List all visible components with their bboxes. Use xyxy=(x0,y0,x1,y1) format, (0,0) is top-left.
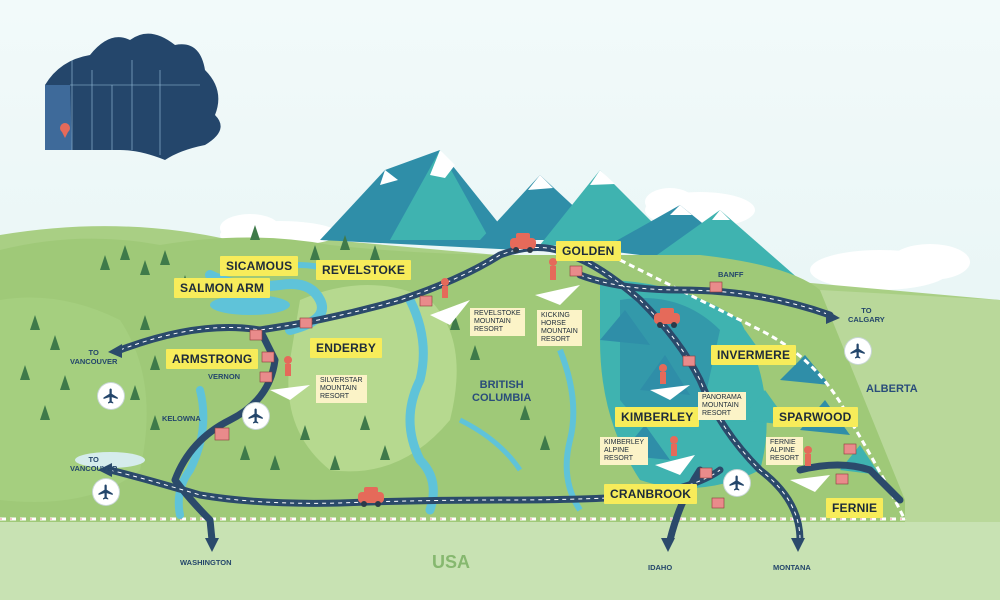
town-label-armstrong: ARMSTRONG xyxy=(166,349,259,369)
arrow-to-vancouver-1 xyxy=(108,344,122,358)
town-label-sicamous: SICAMOUS xyxy=(220,256,299,276)
arrow-to-vancouver-2 xyxy=(98,463,112,477)
direction-label-vancouver-1: TO VANCOUVER xyxy=(70,348,118,366)
lodge-icons xyxy=(214,265,857,509)
resort-label-fernie: FERNIE ALPINE RESORT xyxy=(766,437,804,465)
region-label-alberta: ALBERTA xyxy=(866,383,918,395)
town-label-sparwood: SPARWOOD xyxy=(773,407,858,427)
direction-label-montana: MONTANA xyxy=(773,563,811,572)
shuswap-lake xyxy=(210,295,290,315)
place-label-kelowna: KELOWNA xyxy=(162,414,201,423)
land-usa xyxy=(0,522,1000,600)
road-arrows xyxy=(98,310,840,552)
bc-alberta-border xyxy=(619,258,907,521)
resort-label-silverstar: SILVERSTAR MOUNTAIN RESORT xyxy=(316,375,367,403)
arrow-to-washington xyxy=(205,538,219,552)
town-label-revelstoke: REVELSTOKE xyxy=(316,260,412,280)
resort-label-kicking-horse: KICKING HORSE MOUNTAIN RESORT xyxy=(537,310,582,346)
trees xyxy=(20,225,550,470)
map-pin-icon xyxy=(60,123,70,138)
car-icon xyxy=(358,487,384,507)
direction-label-washington: WASHINGTON xyxy=(180,558,232,567)
airplane-icon xyxy=(724,470,750,496)
skier-icons xyxy=(284,258,812,466)
town-label-invermere: INVERMERE xyxy=(711,345,797,365)
direction-label-idaho: IDAHO xyxy=(648,563,673,572)
resort-label-panorama: PANORAMA MOUNTAIN RESORT xyxy=(698,392,746,420)
lake-west xyxy=(75,452,145,468)
direction-label-calgary: TO CALGARY xyxy=(848,306,885,324)
car-icon xyxy=(654,308,680,328)
direction-label-vancouver-2: TO VANCOUVER xyxy=(70,455,118,473)
resort-label-kimberley: KIMBERLEY ALPINE RESORT xyxy=(600,437,649,465)
arrow-to-montana xyxy=(791,538,805,552)
region-label-usa: USA xyxy=(432,552,471,572)
town-label-cranbrook: CRANBROOK xyxy=(604,484,698,504)
canada-silhouette xyxy=(45,33,221,160)
airplane-icon xyxy=(93,479,119,505)
arrow-to-idaho xyxy=(661,538,675,552)
airplane-icon xyxy=(98,383,124,409)
town-label-salmon-arm: SALMON ARM xyxy=(174,278,271,298)
airplane-icon xyxy=(845,338,871,364)
town-label-enderby: ENDERBY xyxy=(310,338,383,358)
town-label-golden: GOLDEN xyxy=(556,241,621,261)
region-label-british-columbia: BRITISH COLUMBIA xyxy=(472,379,532,404)
town-label-fernie: FERNIE xyxy=(826,498,884,518)
airplane-icon xyxy=(243,403,269,429)
car-icon xyxy=(510,233,536,253)
arrow-to-calgary xyxy=(826,310,840,324)
town-label-kimberley: KIMBERLEY xyxy=(615,407,700,427)
place-label-vernon: VERNON xyxy=(208,372,241,381)
resort-label-revelstoke: REVELSTOKE MOUNTAIN RESORT xyxy=(470,308,525,336)
canada-inset-map xyxy=(45,33,221,160)
place-label-banff: BANFF xyxy=(718,270,744,279)
ski-slopes xyxy=(270,285,830,492)
british-columbia-highlight xyxy=(45,85,72,150)
